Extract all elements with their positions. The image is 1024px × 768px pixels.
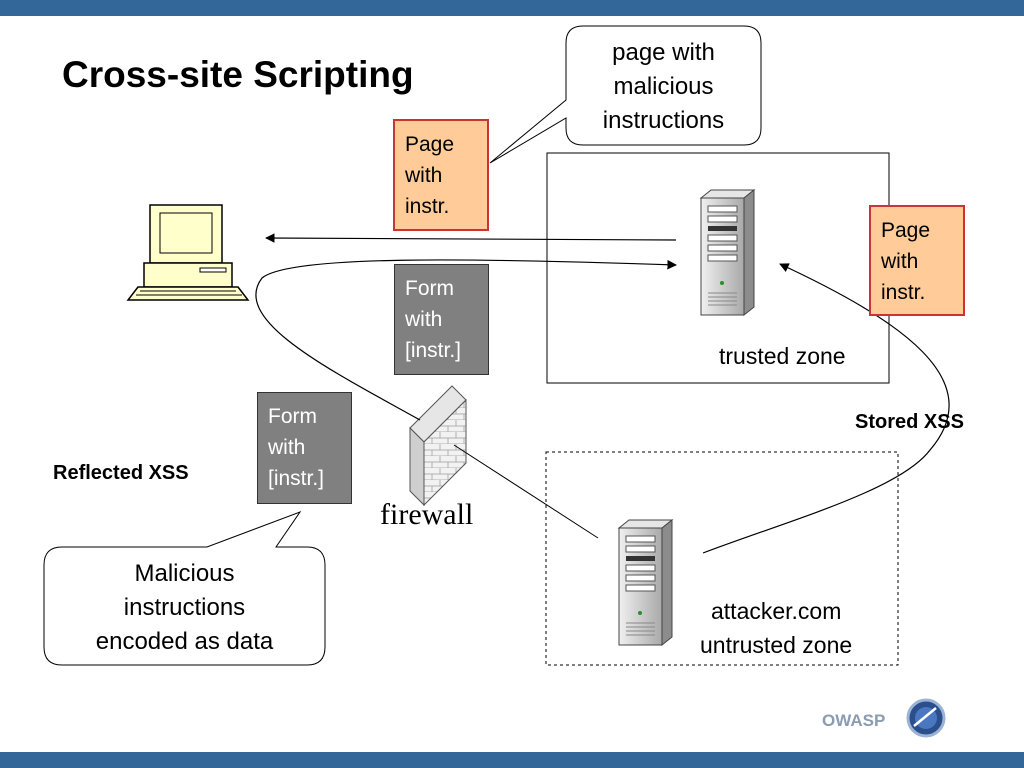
computer-icon xyxy=(126,204,250,301)
header-bar xyxy=(0,0,1024,16)
brick-wall-icon xyxy=(409,385,467,507)
firewall-label: firewall xyxy=(380,498,474,531)
reflected-xss-label: Reflected XSS xyxy=(53,462,189,484)
callout-bottom-shape xyxy=(43,510,326,666)
form-box-left: Form with [instr.] xyxy=(257,392,352,504)
response-arrow xyxy=(265,233,677,243)
owasp-logo-icon xyxy=(906,698,946,738)
attacker-domain-label: attacker.com xyxy=(711,598,842,624)
server-icon xyxy=(617,518,674,647)
untrusted-zone-label: untrusted zone xyxy=(700,632,853,658)
trusted-zone-label: trusted zone xyxy=(719,343,846,369)
callout-top-shape xyxy=(489,25,762,164)
owasp-logo-text: OWASP xyxy=(822,711,886,730)
callout-top-text: page with malicious instructions xyxy=(602,39,725,134)
callout-bottom-text: Malicious instructions encoded as data xyxy=(95,560,274,655)
server-icon xyxy=(699,188,756,317)
page-box-top: Page with instr. xyxy=(393,119,489,231)
stored-xss-label: Stored XSS xyxy=(855,411,964,433)
page-box-right: Page with instr. xyxy=(869,205,965,316)
untrusted-zone-box xyxy=(545,451,899,666)
slide-title: Cross-site Scripting xyxy=(62,54,414,95)
reflected-request-curve xyxy=(255,259,677,421)
form-box-middle: Form with [instr.] xyxy=(394,264,489,375)
footer-bar xyxy=(0,752,1024,768)
attacker-firewall-line xyxy=(453,444,599,539)
